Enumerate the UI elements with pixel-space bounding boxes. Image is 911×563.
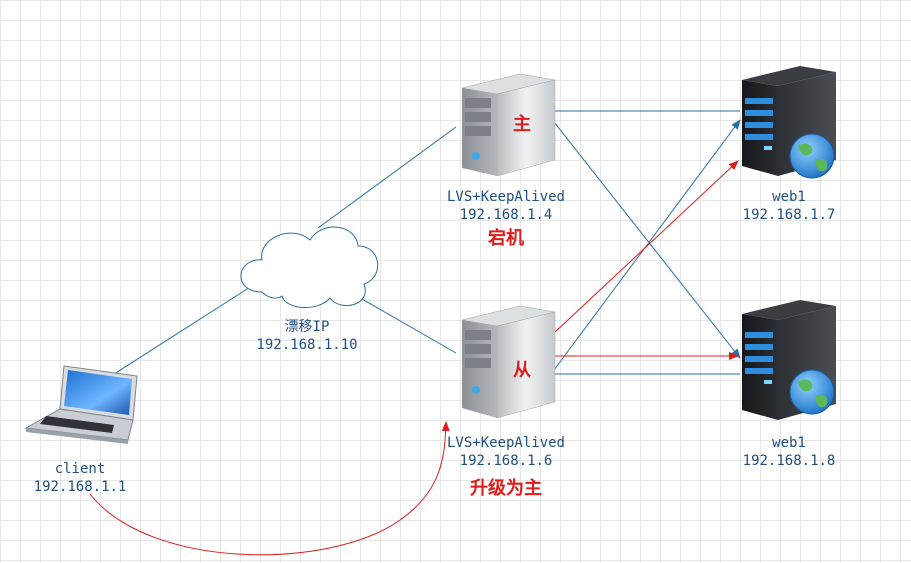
web-top-label: web1 192.168.1.7 [729, 188, 849, 224]
web-top-ip: 192.168.1.7 [742, 207, 836, 223]
master-status: 宕机 [488, 228, 524, 249]
master-ip: 192.168.1.4 [459, 207, 553, 223]
master-label: LVS+KeepAlived 192.168.1.4 宕机 [426, 188, 586, 248]
client-ip: 192.168.1.1 [33, 479, 127, 495]
master-role-tag: 主 [513, 114, 531, 135]
cloud-icon [240, 226, 379, 309]
web-bottom-name: web1 [772, 435, 806, 451]
failover-links [89, 160, 739, 556]
web-server-bottom-icon [742, 300, 836, 420]
web-top-name: web1 [772, 189, 806, 205]
client-label: client 192.168.1.1 [20, 460, 140, 496]
master-name: LVS+KeepAlived [446, 189, 565, 205]
link-vip-master [317, 126, 457, 229]
server-master-icon [461, 73, 556, 177]
link-master-web-bottom [553, 121, 741, 359]
server-backup-icon [461, 305, 556, 419]
failover-curve [89, 421, 450, 556]
failover-backup-web-top [553, 160, 739, 334]
web-bottom-label: web1 192.168.1.8 [729, 434, 849, 470]
web-bottom-ip: 192.168.1.8 [742, 453, 836, 469]
backup-status: 升级为主 [470, 478, 542, 499]
link-client-vip [99, 281, 259, 384]
vip-label: 漂移IP 192.168.1.10 [237, 318, 377, 354]
backup-role-tag: 从 [513, 360, 531, 381]
web-server-top-icon [742, 66, 836, 179]
vip-ip: 192.168.1.10 [256, 337, 358, 353]
backup-label: LVS+KeepAlived 192.168.1.6 升级为主 [426, 434, 586, 498]
link-vip-backup [354, 294, 457, 354]
connections [99, 110, 741, 384]
client-name: client [54, 461, 106, 477]
backup-ip: 192.168.1.6 [459, 453, 553, 469]
link-backup-web-top [553, 119, 741, 371]
vip-name: 漂移IP [284, 319, 330, 335]
laptop-icon [24, 365, 138, 444]
backup-name: LVS+KeepAlived [446, 435, 565, 451]
